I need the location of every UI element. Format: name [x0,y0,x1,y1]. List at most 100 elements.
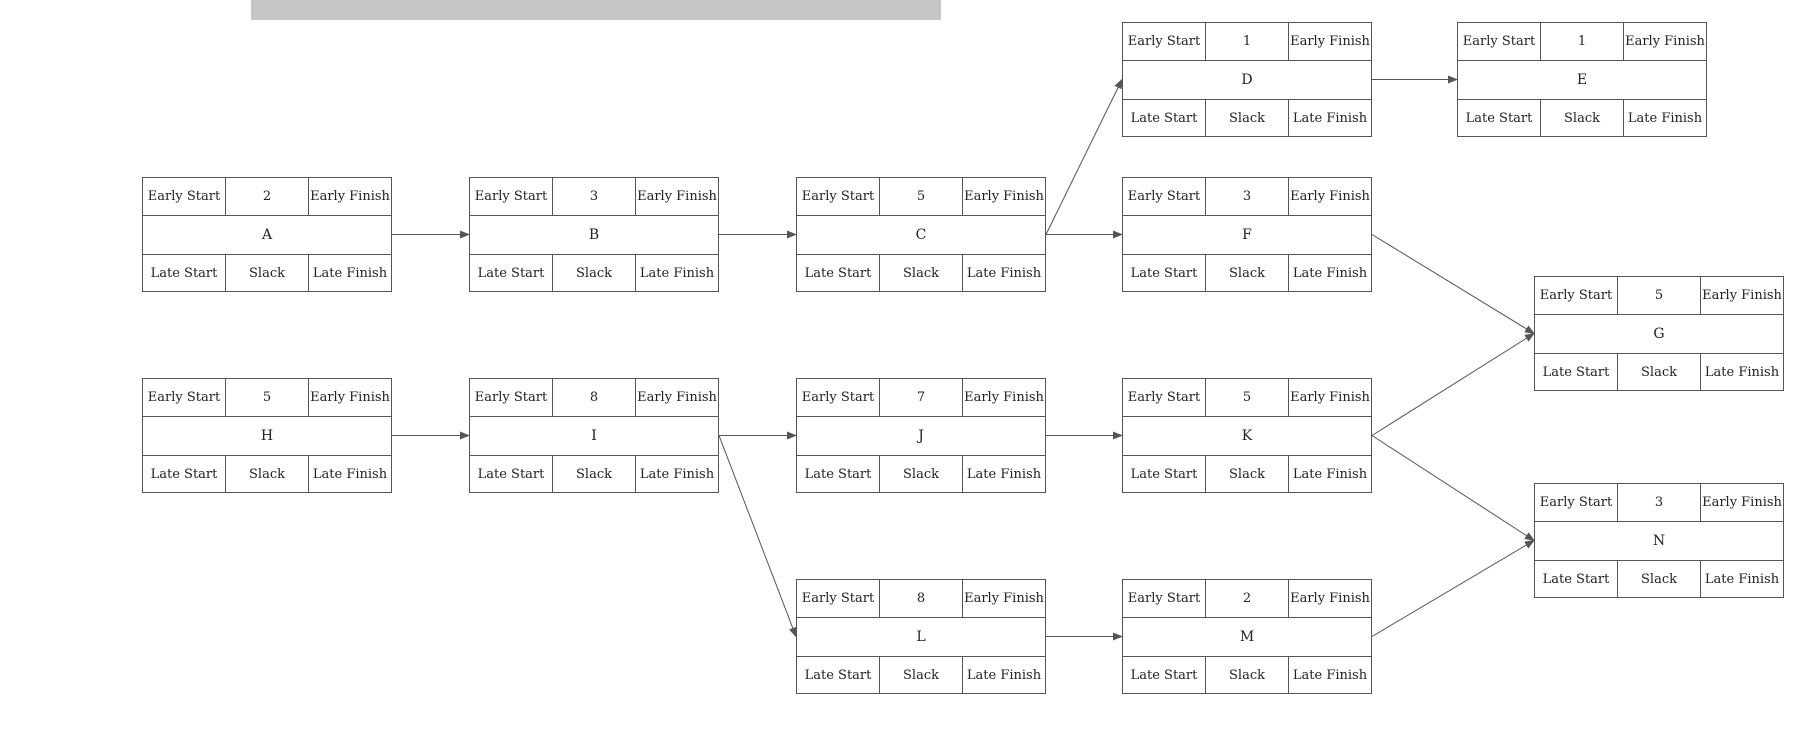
name-row: I [470,417,718,456]
slack-label: Slack [1205,100,1288,137]
duration-value: 2 [225,178,308,215]
duration-value: 8 [879,580,962,617]
activity-name: J [918,428,924,444]
activity-node-h[interactable]: Early Start 5 Early Finish H Late Start … [142,378,392,493]
slack-label: Slack [1205,255,1288,292]
slack-label: Slack [552,456,635,493]
late-row: Late Start Slack Late Finish [143,456,391,493]
activity-name: G [1653,326,1665,342]
duration-value: 3 [1205,178,1288,215]
early-row: Early Start 1 Early Finish [1458,23,1706,61]
activity-node-i[interactable]: Early Start 8 Early Finish I Late Start … [469,378,719,493]
early-start-label: Early Start [1539,495,1613,510]
activity-node-m[interactable]: Early Start 2 Early Finish M Late Start … [1122,579,1372,694]
activity-name: N [1652,533,1666,549]
early-finish-label: Early Finish [1288,580,1371,617]
early-finish-label: Early Finish [1288,178,1371,215]
duration-value: 5 [1617,277,1700,314]
early-start-label: Early Start [474,390,548,405]
late-finish-label: Late Finish [1288,100,1371,137]
late-start-label: Late Start [1130,467,1198,482]
late-row: Late Start Slack Late Finish [1458,100,1706,137]
activity-node-e[interactable]: Early Start 1 Early Finish E Late Start … [1457,22,1707,137]
early-start-label: Early Start [1127,189,1201,204]
late-row: Late Start Slack Late Finish [1123,456,1371,493]
arrow-c-to-d [1045,78,1123,235]
name-row: L [797,618,1045,657]
late-row: Late Start Slack Late Finish [1535,561,1783,598]
name-row: H [143,417,391,456]
early-finish-label: Early Finish [1700,484,1783,521]
early-row: Early Start 8 Early Finish [470,379,718,417]
late-start-label: Late Start [804,668,872,683]
slack-label: Slack [1617,561,1700,598]
activity-name: K [1241,428,1253,444]
duration-value: 5 [225,379,308,416]
late-start-label: Late Start [1542,365,1610,380]
late-start-label: Late Start [150,467,218,482]
early-start-label: Early Start [801,189,875,204]
late-finish-label: Late Finish [962,456,1045,493]
name-row: B [470,216,718,255]
early-row: Early Start 1 Early Finish [1123,23,1371,61]
activity-node-n[interactable]: Early Start 3 Early Finish N Late Start … [1534,483,1784,598]
late-finish-label: Late Finish [635,255,718,292]
name-row: M [1123,618,1371,657]
duration-value: 1 [1205,23,1288,60]
late-finish-label: Late Finish [1700,561,1783,598]
activity-node-f[interactable]: Early Start 3 Early Finish F Late Start … [1122,177,1372,292]
early-finish-label: Early Finish [1288,379,1371,416]
slack-label: Slack [225,255,308,292]
duration-value: 2 [1205,580,1288,617]
arrow-k-to-n [1371,435,1535,542]
late-finish-label: Late Finish [635,456,718,493]
activity-node-c[interactable]: Early Start 5 Early Finish C Late Start … [796,177,1046,292]
early-row: Early Start 5 Early Finish [1535,277,1783,315]
early-start-label: Early Start [474,189,548,204]
activity-node-l[interactable]: Early Start 8 Early Finish L Late Start … [796,579,1046,694]
activity-node-k[interactable]: Early Start 5 Early Finish K Late Start … [1122,378,1372,493]
activity-node-b[interactable]: Early Start 3 Early Finish B Late Start … [469,177,719,292]
name-row: N [1535,522,1783,561]
name-row: D [1123,61,1371,100]
late-row: Late Start Slack Late Finish [797,657,1045,694]
duration-value: 3 [552,178,635,215]
activity-node-j[interactable]: Early Start 7 Early Finish J Late Start … [796,378,1046,493]
early-row: Early Start 2 Early Finish [1123,580,1371,618]
activity-name: D [1241,72,1253,88]
top-scrollbar[interactable] [251,0,941,20]
early-finish-label: Early Finish [308,178,391,215]
slack-label: Slack [1205,657,1288,694]
arrow-i-to-l [718,435,797,638]
activity-node-a[interactable]: Early Start 2 Early Finish A Late Start … [142,177,392,292]
early-row: Early Start 2 Early Finish [143,178,391,216]
slack-label: Slack [225,456,308,493]
early-start-label: Early Start [1462,34,1536,49]
slack-label: Slack [1205,456,1288,493]
early-start-label: Early Start [801,591,875,606]
duration-value: 5 [879,178,962,215]
late-row: Late Start Slack Late Finish [1123,100,1371,137]
late-row: Late Start Slack Late Finish [797,456,1045,493]
activity-name: A [261,227,273,243]
late-finish-label: Late Finish [308,456,391,493]
early-finish-label: Early Finish [1288,23,1371,60]
activity-node-g[interactable]: Early Start 5 Early Finish G Late Start … [1534,276,1784,391]
late-row: Late Start Slack Late Finish [143,255,391,292]
duration-value: 8 [552,379,635,416]
name-row: K [1123,417,1371,456]
activity-name: E [1576,72,1588,88]
slack-label: Slack [1617,354,1700,391]
name-row: J [797,417,1045,456]
early-row: Early Start 8 Early Finish [797,580,1045,618]
late-start-label: Late Start [477,467,545,482]
late-row: Late Start Slack Late Finish [1123,255,1371,292]
activity-node-d[interactable]: Early Start 1 Early Finish D Late Start … [1122,22,1372,137]
early-row: Early Start 3 Early Finish [470,178,718,216]
duration-value: 7 [879,379,962,416]
early-finish-label: Early Finish [308,379,391,416]
slack-label: Slack [879,255,962,292]
late-finish-label: Late Finish [1623,100,1706,137]
late-finish-label: Late Finish [962,255,1045,292]
